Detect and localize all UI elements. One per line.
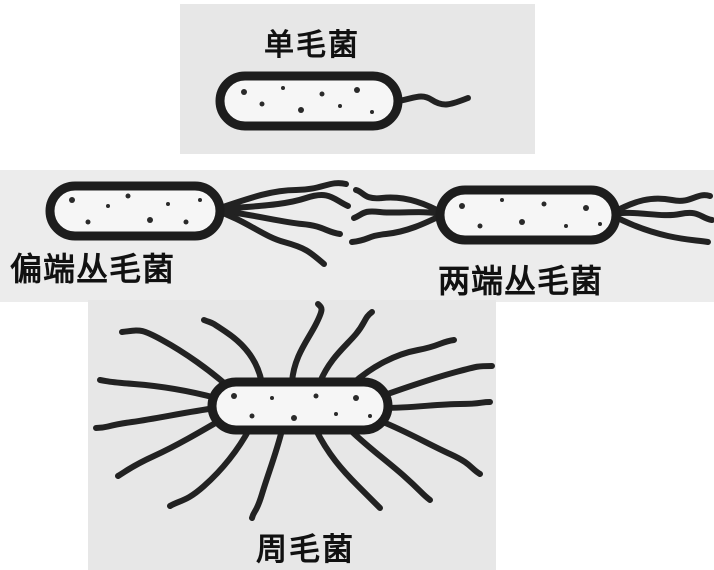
flagellum <box>252 430 282 518</box>
cell-body <box>212 382 388 430</box>
flagellum <box>610 214 708 242</box>
amphitrichous-label: 两端丛毛菌 <box>438 256 603 302</box>
flagellum <box>96 408 216 428</box>
flagellum <box>392 97 468 105</box>
flagellum <box>352 214 444 242</box>
flagellum <box>292 304 322 382</box>
monotrichous-bacterium <box>220 76 468 126</box>
amphitrichous-bacterium <box>352 190 712 242</box>
cell-body <box>220 76 398 126</box>
cell-body <box>50 186 220 236</box>
flagellum <box>100 380 216 398</box>
cell-body <box>440 190 616 240</box>
flagellum <box>382 366 492 396</box>
lophotrichous-label: 偏端丛毛菌 <box>10 244 175 290</box>
flagellum <box>118 418 224 476</box>
flagellum <box>214 210 340 234</box>
flagellum <box>316 430 380 508</box>
flagellum <box>122 330 232 390</box>
monotrichous-label: 单毛菌 <box>264 20 360 64</box>
peritrichous-bacterium <box>96 304 492 518</box>
flagellum <box>384 402 490 408</box>
flagellum <box>354 211 444 218</box>
peritrichous-label: 周毛菌 <box>256 524 355 569</box>
